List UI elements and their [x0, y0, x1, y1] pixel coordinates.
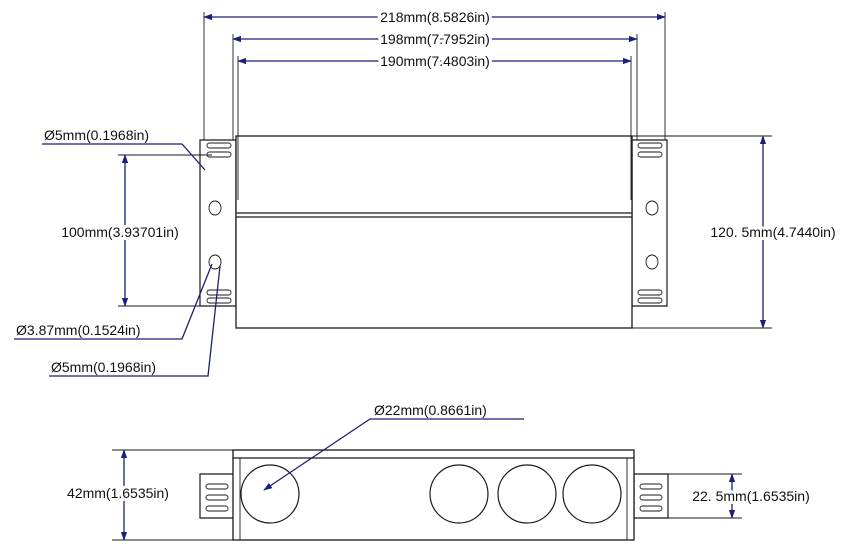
left-top-keyhole [208, 200, 222, 216]
knockout-leader [263, 418, 524, 491]
knockout-1 [240, 464, 300, 524]
slot-leader [14, 263, 213, 340]
top-hole-label: Ø5mm(0.1968in) [44, 127, 149, 143]
right-bottom-keyhole [645, 254, 659, 270]
side-view: 42mm(1.6535in) 22. 5mm(1.6535in) Ø22mm(0… [64, 402, 813, 541]
right-side-tabs [633, 473, 669, 519]
knockout-4 [562, 464, 622, 524]
housing-body [235, 135, 633, 329]
bracket-length-label: 198mm(7.7952in) [380, 31, 490, 47]
knockout-3 [497, 464, 557, 524]
right-mounting-bracket [631, 139, 668, 307]
height-label: 120. 5mm(4.7440in) [710, 224, 835, 240]
top-hole-leader [42, 143, 206, 171]
knockout-label: Ø22mm(0.8661in) [374, 402, 487, 418]
right-top-keyhole [645, 200, 659, 216]
side-height-label: 42mm(1.6535in) [67, 485, 169, 501]
slot-label: Ø3.87mm(0.1524in) [16, 322, 141, 338]
overall-length-label: 218mm(8.5826in) [380, 9, 490, 25]
left-side-tabs [199, 473, 235, 519]
bottom-hole-label: Ø5mm(0.1968in) [51, 359, 156, 375]
hole-spacing-vertical-label: 100mm(3.93701in) [61, 224, 179, 240]
side-housing-body [232, 449, 635, 541]
bracket-height-label: 22. 5mm(1.6535in) [692, 488, 810, 504]
knockout-2 [429, 464, 489, 524]
hole-spacing-length-label: 190mm(7.4803in) [380, 53, 490, 69]
bottom-hole-leader [49, 265, 221, 377]
left-bottom-keyhole [208, 254, 222, 270]
top-view: 218mm(8.5826in) 198mm(7.7952in) 190mm(7.… [14, 6, 839, 377]
